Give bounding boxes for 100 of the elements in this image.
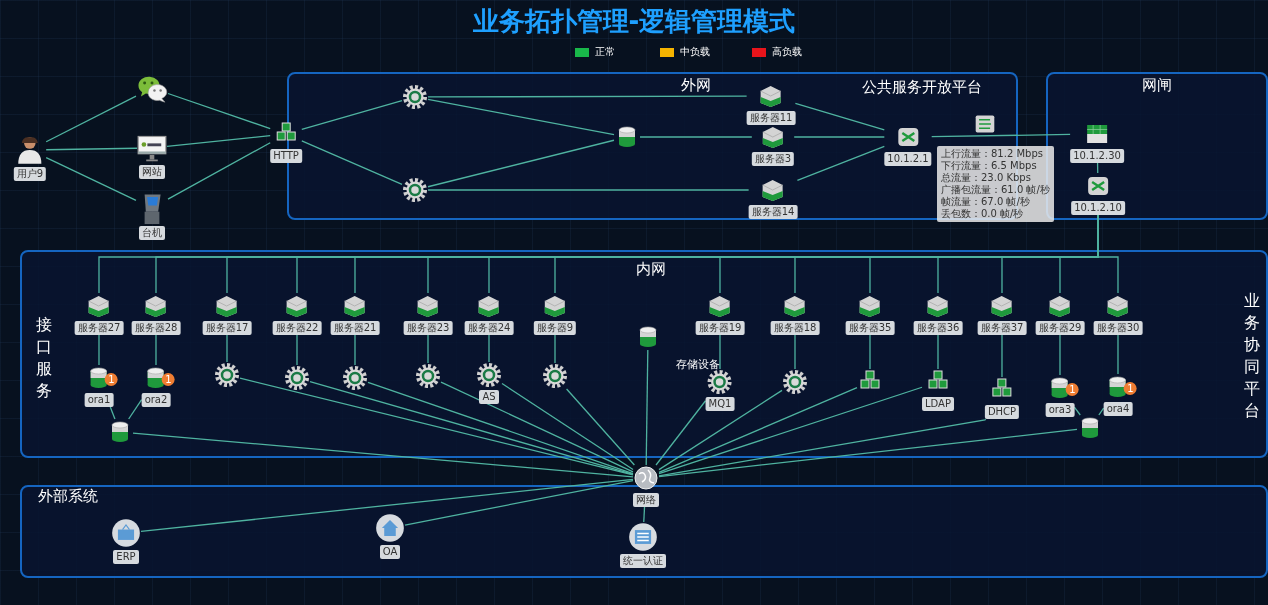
device-label: 服务器23 [403,321,453,335]
zone-title: 业务协同平台 [1244,290,1261,422]
connector-line [1001,334,1003,378]
zone-panel [20,250,1268,458]
connector-line [166,135,271,148]
connector-line [1059,334,1061,376]
tooltip-line: 上行流量：81.2 Mbps [941,148,1044,160]
connector-line [427,95,748,98]
device-label: ERP [113,550,139,564]
connector-line [937,334,939,370]
connector-line [167,142,271,200]
device-label: ora4 [1103,402,1133,416]
zone-panel [20,485,1268,578]
tooltip-line: 下行流量：6.5 Mbps [941,160,1038,172]
connector-line [796,145,885,182]
device-label: 服务器11 [746,111,796,125]
device-label: 台机 [139,226,165,240]
connector-line [501,382,634,471]
device-label: 10.1.2.30 [1070,149,1124,163]
connector-line [565,388,636,466]
connector-line [132,432,634,478]
connector-line [488,334,490,363]
device-label: 服务器29 [1035,321,1085,335]
connector-line [98,334,100,366]
connector-line [128,398,143,420]
device-label: AS [479,390,499,404]
connector-line [1098,407,1105,416]
connector-line [404,479,634,526]
device-label: 服务器18 [770,321,820,335]
zone-title: 外部系统 [38,487,98,506]
tooltip-line: 总流量：23.0 Kbps [941,172,1032,184]
connector-line [643,506,646,523]
device-label: 用户9 [13,167,47,181]
zone-title: 公共服务开放平台 [862,78,982,97]
connector-line [794,334,796,370]
storage-caption: 存储设备 [676,357,720,372]
connector-line [1073,406,1081,416]
connector-line [167,92,271,130]
device-label: 服务器37 [977,321,1027,335]
device-label: LDAP [922,397,954,411]
legend-label: 高负载 [772,45,802,59]
connector-line [1117,334,1119,375]
device-label: MQ1 [705,397,735,411]
device-label: 10.1.2.1 [884,152,932,166]
connector-line [45,147,138,151]
connector-line [427,139,615,188]
diagram-title: 业务拓扑管理-逻辑管理模式 [471,5,797,38]
device-label: 服务器30 [1093,321,1143,335]
connector-line [440,381,634,473]
connector-line [301,140,403,185]
connector-line [645,349,649,466]
device-label: OA [379,545,401,559]
device-label: 服务器19 [695,321,745,335]
device-label: ora3 [1045,403,1075,417]
zone-title: 外网 [681,76,711,95]
connector-line [793,136,885,138]
connector-line [367,381,634,475]
tooltip-line: 广播包流量：61.0 帧/秒 [941,184,1050,196]
device-label: 网站 [139,165,165,179]
device-label: HTTP [270,149,302,163]
tooltip-line: 丢包数：0.0 帧/秒 [941,208,1025,220]
connector-line [639,136,753,138]
connector-line [309,381,634,475]
device-label: ora1 [84,393,114,407]
connector-line [296,334,298,366]
device-label: DHCP [984,405,1020,419]
connector-line [658,386,858,474]
device-label: 服务器3 [751,152,795,166]
connector-line [45,95,137,143]
device-label: ora2 [141,393,171,407]
device-label: 服务器21 [330,321,380,335]
zone-title: 内网 [636,260,666,279]
device-label: 10.1.2.10 [1071,201,1125,215]
connector-line [869,334,871,370]
connector-line [354,334,356,366]
legend-label: 中负载 [680,45,710,59]
device-label: 网络 [633,493,659,507]
device-label: 服务器22 [272,321,322,335]
connector-line [658,389,783,471]
connector-line [1096,162,1099,174]
connector-line [658,418,987,477]
connector-line [658,386,923,475]
zone-title: 接口服务 [36,314,53,402]
device-label: 服务器14 [748,205,798,219]
connector-line [109,406,116,420]
connector-line [719,334,721,370]
device-label: 服务器27 [74,321,124,335]
connector-line [427,189,750,191]
device-label: 服务器28 [131,321,181,335]
traffic-tooltip [937,146,1054,222]
device-label: 服务器17 [202,321,252,335]
connector-line [655,400,707,466]
connector-line [931,133,1071,138]
connector-line [140,478,634,533]
tooltip-line: 帧流量：67.0 帧/秒 [941,196,1031,208]
connector-line [427,98,615,136]
connector-line [794,102,885,131]
connector-line [554,334,556,364]
device-label: 服务器24 [464,321,514,335]
connector-line [658,428,1078,478]
